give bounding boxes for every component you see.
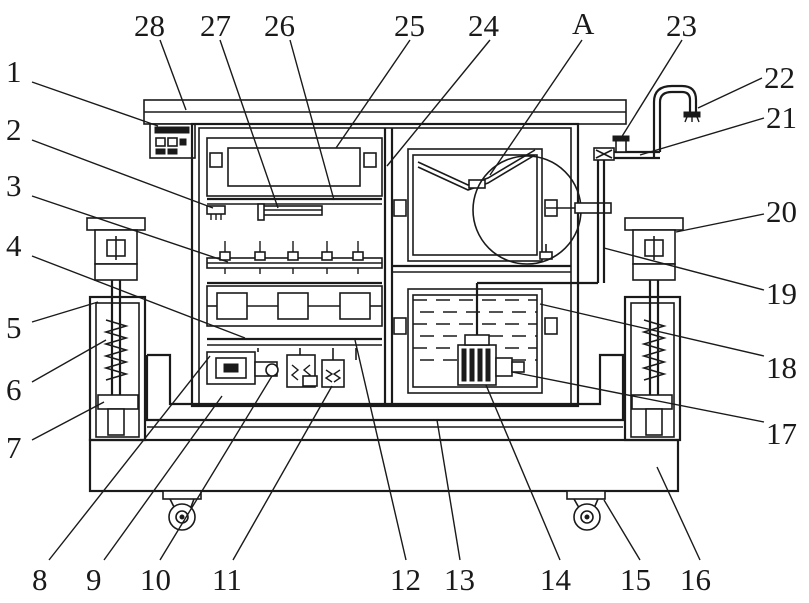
label-28: 28 bbox=[134, 8, 165, 43]
label-20: 20 bbox=[766, 194, 797, 229]
label-7: 7 bbox=[6, 430, 22, 465]
label-12: 12 bbox=[390, 562, 421, 597]
label-17: 17 bbox=[766, 416, 797, 451]
label-21: 21 bbox=[766, 100, 797, 135]
label-13: 13 bbox=[444, 562, 475, 597]
label-15: 15 bbox=[620, 562, 651, 597]
label-8: 8 bbox=[32, 562, 48, 597]
label-19: 19 bbox=[766, 276, 797, 311]
callout-labels: 1 2 3 4 5 6 7 8 9 10 11 12 13 14 15 16 1… bbox=[6, 6, 797, 597]
left-compartment bbox=[207, 138, 382, 387]
label-11: 11 bbox=[212, 562, 242, 597]
label-10: 10 bbox=[140, 562, 171, 597]
control-panel bbox=[150, 124, 195, 158]
label-4: 4 bbox=[6, 228, 22, 263]
label-1: 1 bbox=[6, 54, 22, 89]
label-2: 2 bbox=[6, 112, 22, 147]
label-22: 22 bbox=[764, 60, 795, 95]
label-6: 6 bbox=[6, 372, 22, 407]
label-23: 23 bbox=[666, 8, 697, 43]
label-16: 16 bbox=[680, 562, 711, 597]
label-26: 26 bbox=[264, 8, 295, 43]
label-24: 24 bbox=[468, 8, 500, 43]
label-A: A bbox=[572, 6, 595, 41]
label-3: 3 bbox=[6, 168, 22, 203]
top-plate bbox=[144, 100, 626, 124]
label-25: 25 bbox=[394, 8, 425, 43]
right-lift-column bbox=[625, 218, 683, 440]
label-9: 9 bbox=[86, 562, 102, 597]
label-5: 5 bbox=[6, 310, 22, 345]
label-14: 14 bbox=[540, 562, 572, 597]
right-caster bbox=[567, 491, 605, 530]
label-18: 18 bbox=[766, 350, 797, 385]
label-27: 27 bbox=[200, 8, 231, 43]
